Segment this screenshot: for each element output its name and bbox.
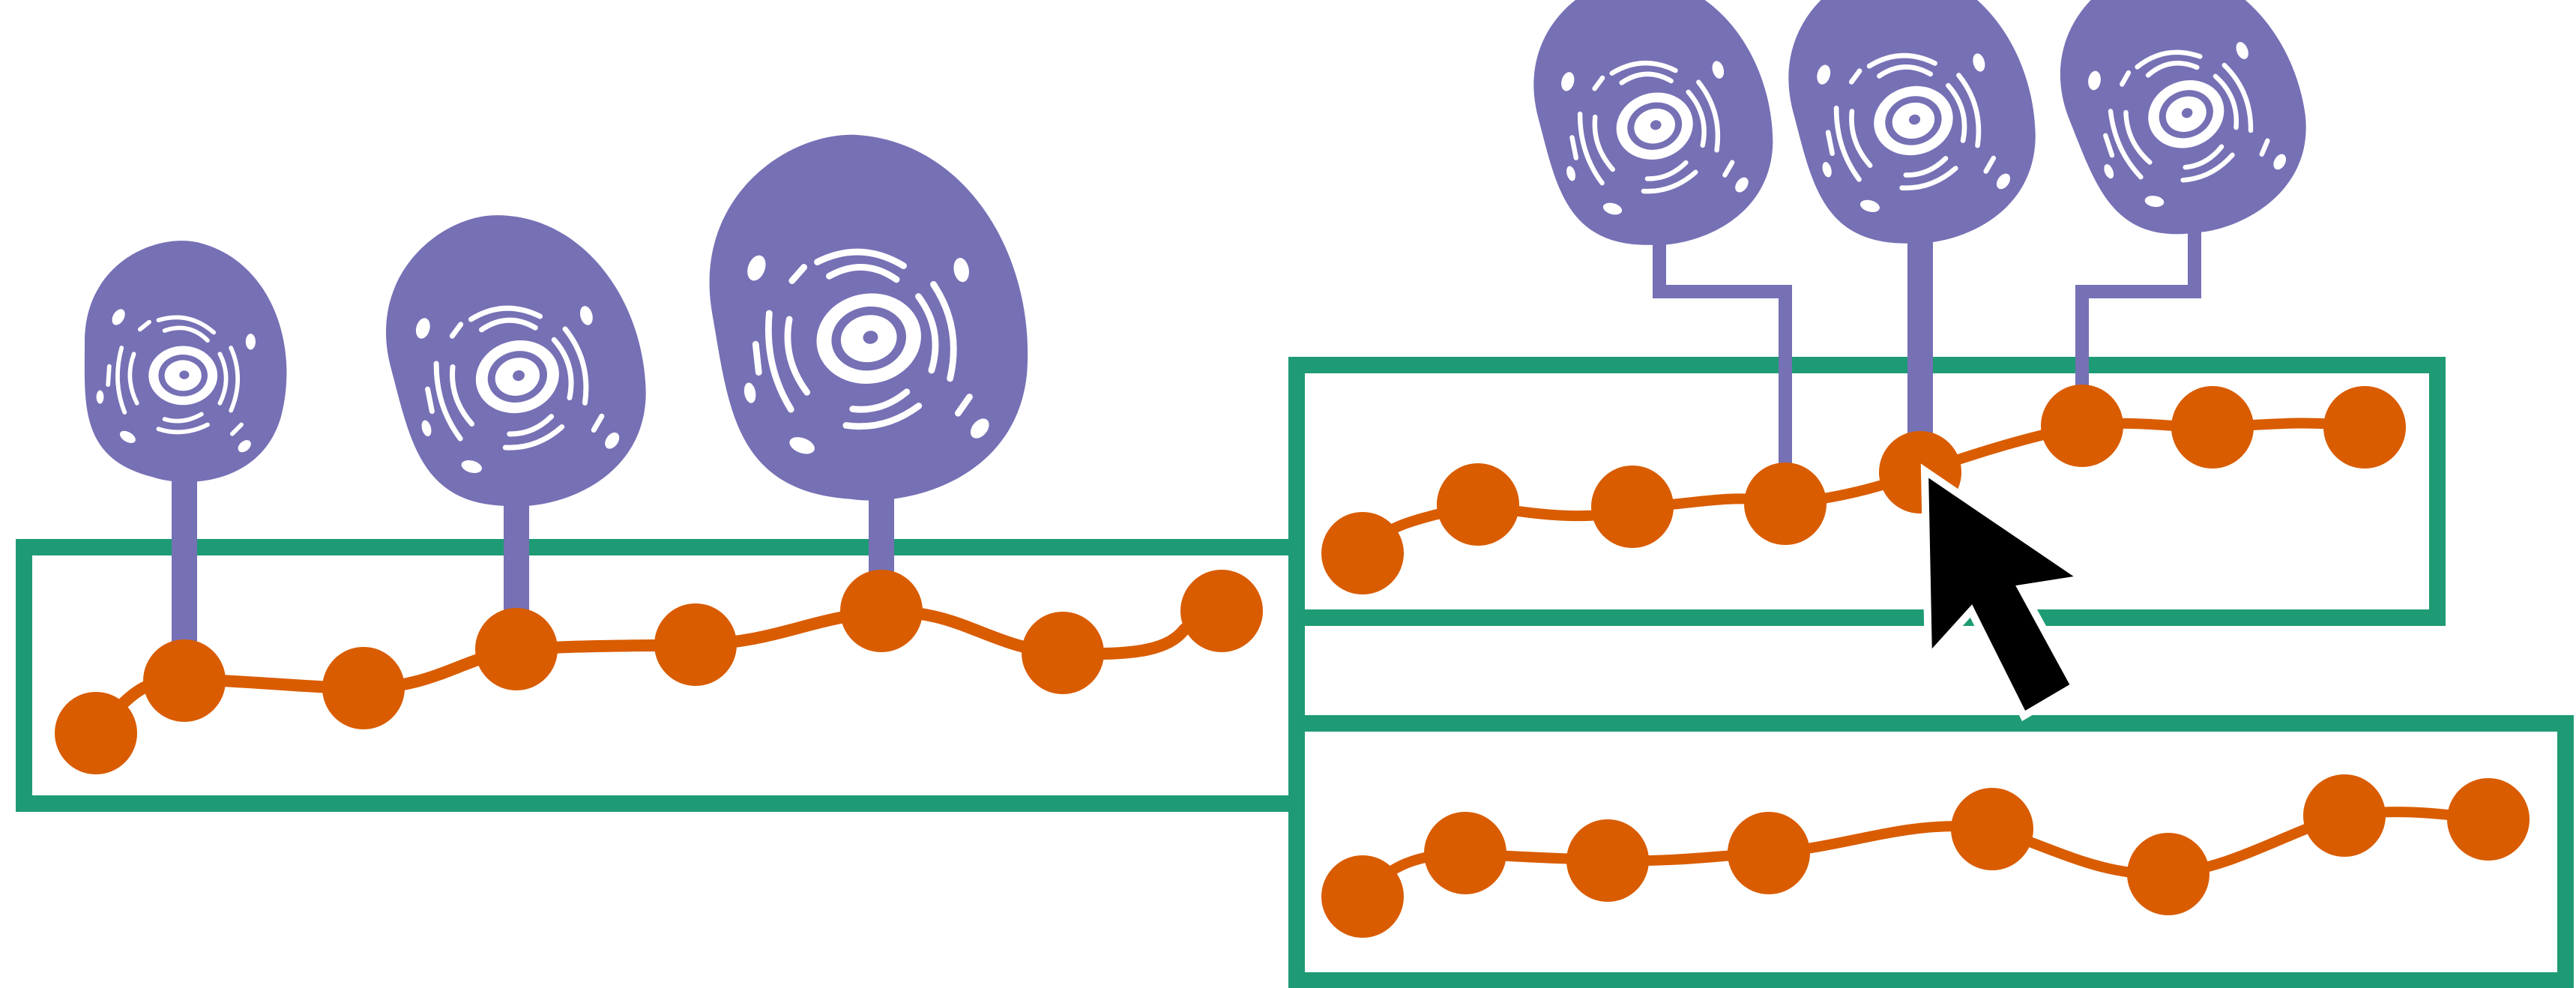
chain-bead (2171, 386, 2254, 469)
chain-bead (475, 608, 558, 690)
chain-bead (1321, 512, 1404, 594)
upper-right-chain-beads (1321, 385, 2406, 594)
chain-bead (1951, 788, 2033, 870)
chain-bead (2323, 386, 2406, 469)
upper-right-panel-frame (1288, 357, 2446, 626)
chain-bead (840, 570, 923, 652)
chain-bead (1424, 812, 1506, 894)
left-panel-frame (16, 539, 1305, 812)
cell-icon (1509, 0, 1798, 270)
cell-icon (2027, 0, 2339, 266)
lower-right-panel-frame (1288, 715, 2574, 988)
chain-bead (2447, 778, 2530, 861)
chain-bead (55, 692, 137, 774)
chain-bead (654, 603, 737, 686)
chain-bead (1022, 612, 1104, 694)
upper-right-panel (1288, 0, 2446, 626)
chain-bead (2127, 833, 2209, 915)
chain-bead (2303, 774, 2386, 857)
chain-bead (322, 647, 405, 729)
cell-icon (85, 241, 287, 482)
lower-right-panel (1288, 715, 2574, 988)
chain-bead (1744, 463, 1827, 545)
left-panel (16, 109, 1305, 812)
chain-bead (1591, 466, 1674, 548)
cell-icon (359, 185, 673, 533)
chain-bead (143, 639, 226, 722)
chain-bead (1321, 855, 1404, 938)
chain-bead (1566, 819, 1649, 902)
left-chain-beads (55, 570, 1263, 774)
chain-bead (1728, 812, 1810, 894)
lower-right-chain-beads (1321, 774, 2530, 938)
upper-right-cell-stalks (1653, 225, 2201, 502)
chain-bead (2041, 385, 2123, 467)
cell-icon (1763, 0, 2061, 269)
chain-bead (1437, 463, 1519, 546)
chain-bead (1180, 570, 1263, 652)
cell-icon (685, 109, 1052, 525)
mouse-pointer-icon (1920, 463, 2094, 722)
